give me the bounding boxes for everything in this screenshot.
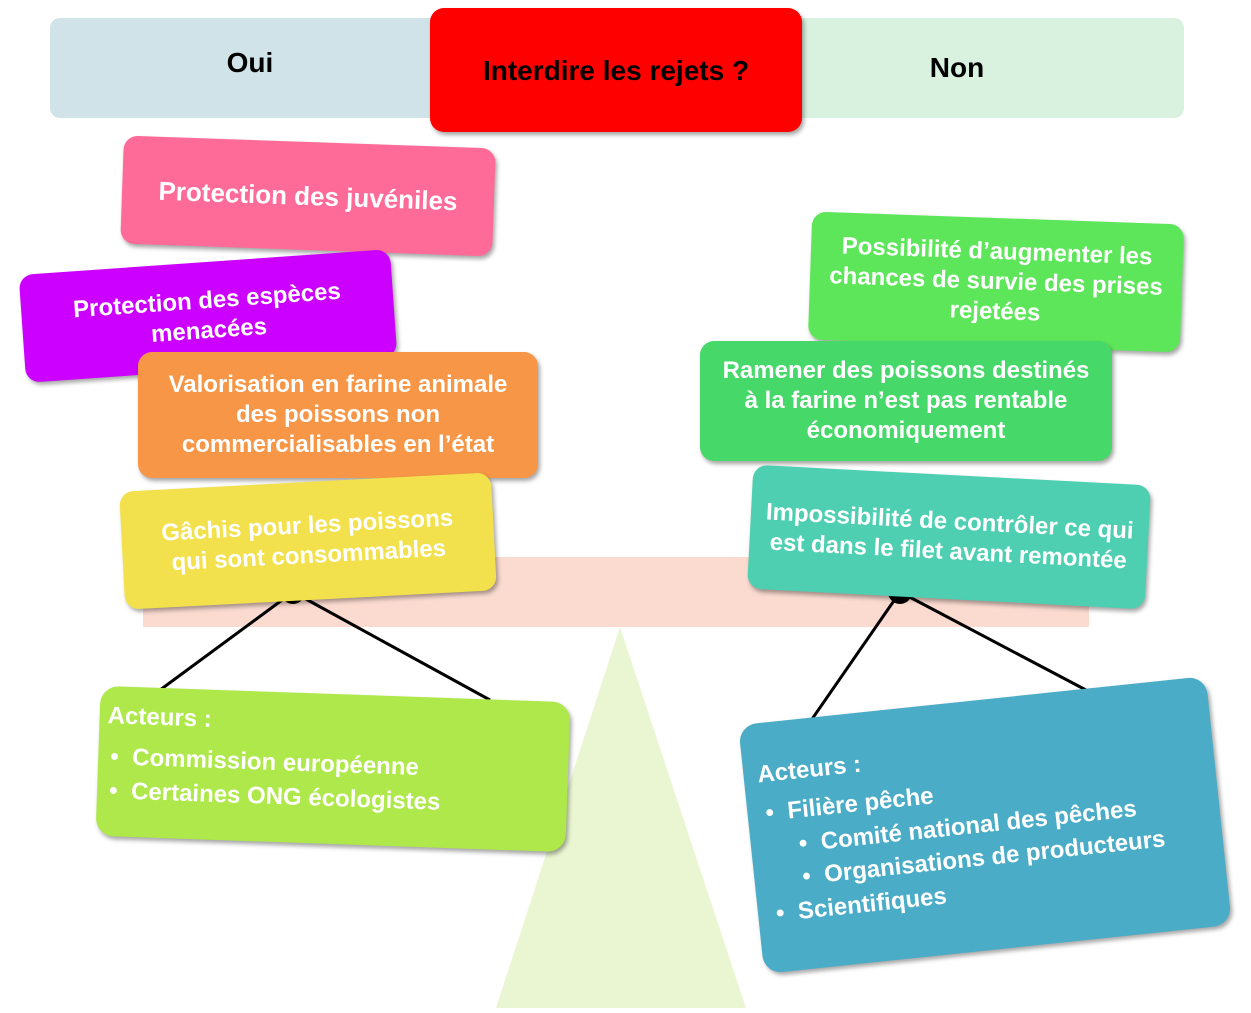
pro-argument-3-text: Valorisation en farine animale des poiss…	[168, 371, 508, 458]
con-argument-1: Possibilité d’augmenter les chances de s…	[807, 211, 1185, 353]
pro-argument-1: Protection des juvéniles	[120, 135, 496, 257]
header-no-label: Non	[929, 52, 985, 83]
con-argument-3: Impossibilité de contrôler ce qui est da…	[747, 464, 1151, 610]
header-no: Non	[780, 18, 1184, 118]
fulcrum	[496, 627, 746, 1008]
pro-argument-1-text: Protection des juvéniles	[158, 175, 458, 216]
pro-argument-2-text: Protection des espèces menacées	[72, 277, 342, 348]
con-argument-2: Ramener des poissons destinés à la farin…	[700, 341, 1112, 461]
question-box: Interdire les rejets ?	[430, 8, 802, 132]
actors-no-box: Acteurs : Filière pêche Comité national …	[738, 676, 1232, 974]
pro-argument-4: Gâchis pour les poissons qui sont consom…	[119, 472, 497, 610]
con-argument-2-text: Ramener des poissons destinés à la farin…	[722, 357, 1090, 444]
actors-yes-box: Acteurs : Commission européenne Certaine…	[95, 685, 571, 853]
left-string-a	[159, 590, 294, 692]
right-string-b	[899, 590, 1087, 692]
right-string-a	[808, 591, 902, 723]
question-label: Interdire les rejets ?	[482, 54, 750, 86]
pro-argument-4-text: Gâchis pour les poissons qui sont consom…	[160, 504, 454, 577]
pro-argument-3: Valorisation en farine animale des poiss…	[138, 352, 538, 478]
con-argument-1-text: Possibilité d’augmenter les chances de s…	[828, 232, 1164, 327]
actors-yes-list: Commission européenne Certaines ONG écol…	[105, 740, 559, 823]
con-argument-3-text: Impossibilité de contrôler ce qui est da…	[765, 498, 1135, 575]
header-yes-label: Oui	[226, 47, 274, 78]
left-string-b	[292, 590, 491, 702]
header-yes: Oui	[50, 18, 450, 118]
